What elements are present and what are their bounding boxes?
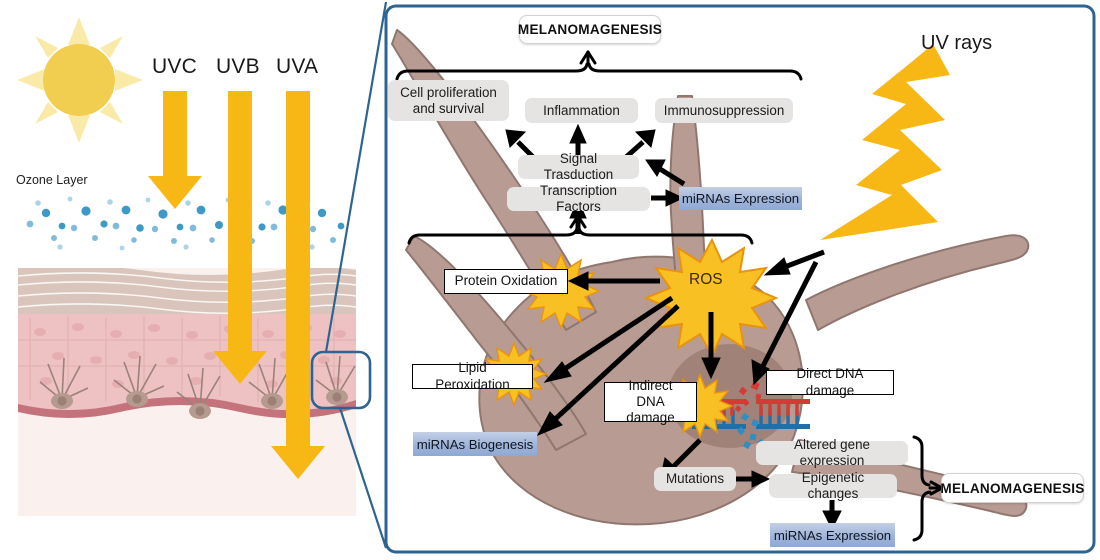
box-epigenetic-changes: Epigenetic changes	[769, 470, 897, 501]
right-panel-frame	[384, 4, 1096, 554]
uvb-arrow	[213, 91, 267, 384]
box-indirect-dna-damage: Indirect DNA damage	[604, 378, 697, 425]
box-signal-trasduction: Signal Trasduction	[518, 151, 639, 182]
box-direct-dna-damage: Direct DNA damage	[766, 366, 894, 398]
uva-label: UVA	[276, 55, 319, 78]
box-inflammation: Inflammation	[525, 98, 638, 123]
box-cell-proliferation: Cell proliferation and survival	[388, 80, 509, 121]
cell-proliferation-line2: and survival	[412, 100, 485, 116]
uvc-label: UVC	[152, 55, 197, 78]
box-mirnas-expression-bottom: miRNAs Expression	[770, 523, 895, 547]
box-protein-oxidation: Protein Oxidation	[444, 269, 568, 294]
box-mirnas-biogenesis: miRNAs Biogenesis	[413, 432, 537, 456]
uvb-label: UVB	[216, 55, 260, 78]
flow-arrows	[505, 123, 842, 531]
ozone-layer-dots	[26, 196, 345, 251]
ros-label: ROS	[689, 271, 723, 288]
box-altered-gene-expression: Altered gene expression	[756, 437, 908, 468]
box-transcription-factors: Transcription Factors	[507, 183, 650, 214]
brace-top	[395, 50, 803, 81]
uv-arrows	[148, 91, 325, 479]
ozone-layer-label: Ozone Layer	[16, 173, 88, 187]
melanomagenesis-title-bottom: MELANOMAGENESIS	[940, 473, 1084, 503]
brace-bottom	[912, 435, 944, 542]
melanocyte-icon	[39, 355, 356, 419]
cell-proliferation-line1: Cell proliferation	[400, 84, 497, 100]
zoom-callout	[310, 1, 388, 549]
indirect-dna-damage-line2: DNA damage	[626, 393, 675, 426]
lightning-bolt-icon	[820, 44, 950, 240]
box-mirnas-expression-top: miRNAs Expression	[679, 187, 802, 210]
box-mutations: Mutations	[654, 467, 736, 491]
melanomagenesis-title-top: MELANOMAGENESIS	[518, 15, 662, 44]
uva-arrow	[271, 91, 325, 479]
box-immunosuppression: Immunosuppression	[655, 98, 793, 123]
box-lipid-peroxidation: Lipid Peroxidation	[412, 360, 533, 392]
sun-icon	[17, 17, 143, 143]
uv-rays-label: UV rays	[921, 32, 993, 54]
uvc-arrow	[148, 91, 202, 209]
indirect-dna-damage-line1: Indirect	[628, 377, 673, 393]
